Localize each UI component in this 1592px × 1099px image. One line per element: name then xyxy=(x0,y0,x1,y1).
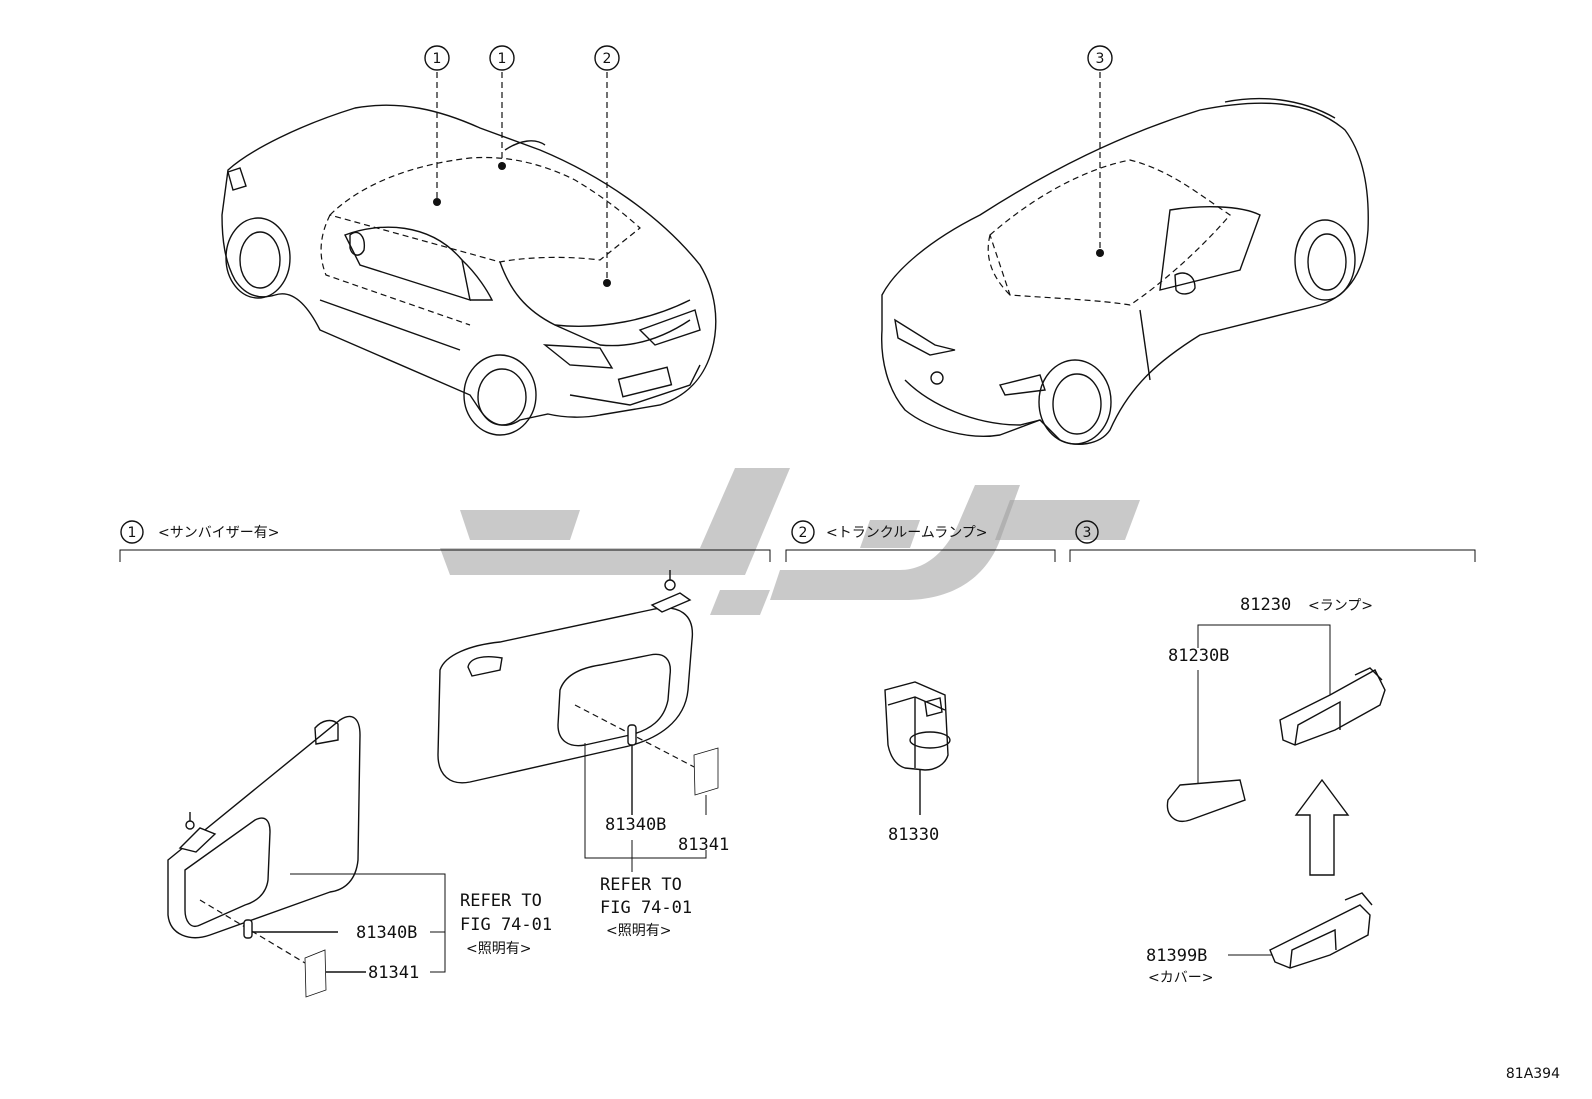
svg-text:1: 1 xyxy=(433,51,442,67)
refer-right-line3: <照明有> xyxy=(606,923,671,939)
refer-right-line1: REFER TO xyxy=(600,875,682,895)
label-81341-right: 81341 xyxy=(678,835,729,855)
car-rear-view xyxy=(221,72,717,436)
lamp-assy-81230 xyxy=(1166,624,1386,969)
section-2-header: 2 <トランクルームランプ> xyxy=(785,520,1056,562)
svg-text:<トランクルームランプ>: <トランクルームランプ> xyxy=(826,525,988,541)
label-81341-left: 81341 xyxy=(368,963,419,983)
label-81230B: 81230B xyxy=(1168,646,1229,666)
sun-visor-right xyxy=(437,570,719,872)
sun-visor-left xyxy=(167,715,446,998)
label-81330: 81330 xyxy=(888,825,939,845)
trunk-lamp-81330 xyxy=(884,681,951,815)
label-81340B-right: 81340B xyxy=(605,815,666,835)
svg-text:2: 2 xyxy=(603,51,612,67)
refer-right-line2: FIG 74-01 xyxy=(600,898,692,918)
callout-2: 2 xyxy=(594,45,620,71)
label-81230: 81230 xyxy=(1240,595,1291,615)
watermark-logo xyxy=(440,468,1140,615)
label-81399B-note: <カバー> xyxy=(1148,970,1213,986)
callout-3: 3 xyxy=(1087,45,1113,71)
svg-text:2: 2 xyxy=(799,525,808,541)
label-81340B-left: 81340B xyxy=(356,923,417,943)
callout-1a: 1 xyxy=(424,45,450,71)
svg-text:3: 3 xyxy=(1096,51,1105,67)
svg-text:<サンバイザー有>: <サンバイザー有> xyxy=(158,525,279,541)
label-81399B: 81399B xyxy=(1146,946,1207,966)
car-front-view xyxy=(880,72,1369,446)
label-81230-note: <ランプ> xyxy=(1308,598,1373,614)
svg-text:1: 1 xyxy=(498,51,507,67)
refer-left-line1: REFER TO xyxy=(460,891,542,911)
figure-id: 81A394 xyxy=(1506,1066,1560,1082)
svg-text:1: 1 xyxy=(128,525,137,541)
refer-left-line2: FIG 74-01 xyxy=(460,915,552,935)
refer-left-line3: <照明有> xyxy=(466,941,531,957)
callout-1b: 1 xyxy=(489,45,515,71)
section-3-header: 3 xyxy=(1069,520,1476,562)
section-1-header: 1 <サンバイザー有> xyxy=(119,520,771,562)
svg-text:3: 3 xyxy=(1083,525,1092,541)
